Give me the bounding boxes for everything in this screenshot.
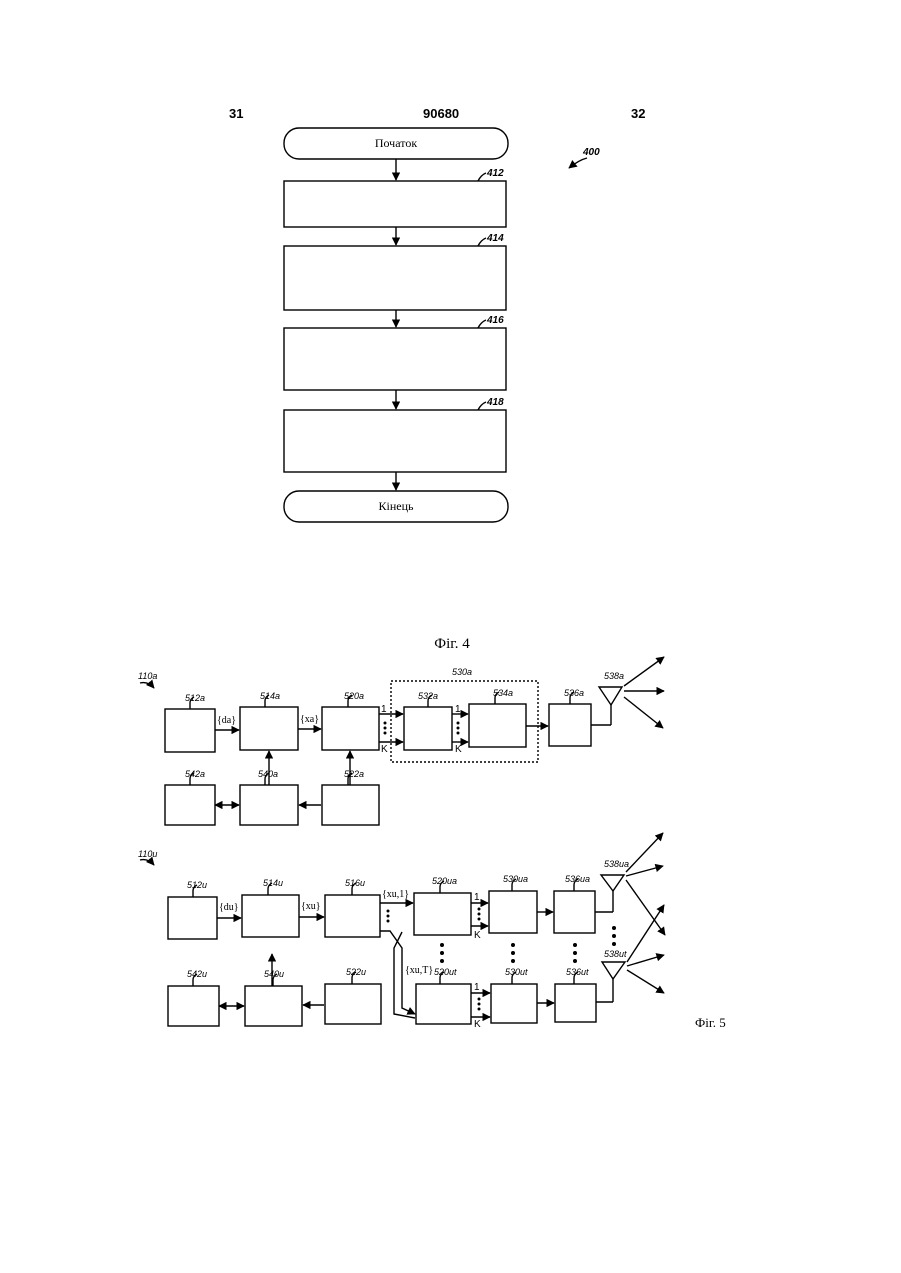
port-1-520ut: 1 (474, 982, 480, 993)
ref-530a: 530a (452, 667, 472, 677)
ref-540a: 540a (258, 769, 278, 779)
fig5-top-chain (140, 657, 664, 825)
fig5-caption: Фіг. 5 (695, 1015, 726, 1030)
block-536a (549, 704, 591, 746)
ref-110u: 110u (138, 849, 157, 859)
block-512a (165, 709, 215, 752)
step-416-ref: 416 (486, 315, 504, 326)
ref-522a: 522a (344, 769, 364, 779)
block-514a (240, 707, 298, 750)
port-1-532a: 1 (455, 704, 461, 715)
ref-542a: 542a (185, 769, 205, 779)
step-412-box (284, 181, 506, 227)
antenna-538a (599, 687, 622, 705)
port-k-520a: K (381, 744, 388, 755)
step-416-box (284, 328, 506, 390)
ref-520ut: 520ut (434, 967, 457, 977)
port-1-520ua: 1 (474, 892, 480, 903)
block-522u (325, 984, 381, 1024)
block-520ut (416, 984, 471, 1024)
sig-da: {da} (217, 715, 236, 726)
port-k-520ua: K (474, 930, 481, 941)
port-k-520ut: K (474, 1019, 481, 1030)
ref-538ut: 538ut (604, 949, 627, 959)
sig-du: {du} (219, 902, 239, 913)
fig4-flowchart (284, 128, 587, 522)
step-414-box (284, 246, 506, 310)
step-412-ref: 412 (486, 168, 504, 179)
block-536ut (555, 984, 596, 1022)
step-418-box (284, 410, 506, 472)
block-542a (165, 785, 215, 825)
block-534a (469, 704, 526, 747)
antenna-538ut (602, 962, 625, 979)
ref-520ua: 520ua (432, 876, 457, 886)
ref-536ut: 536ut (566, 967, 589, 977)
ref-514u: 514u (263, 878, 283, 888)
block-536ua (554, 891, 595, 933)
ref-540u: 540u (264, 969, 284, 979)
ref-542u: 542u (187, 969, 207, 979)
fig5-bottom-chain (140, 833, 665, 1026)
ref-110a: 110a (138, 671, 157, 681)
fig5-top-dots (384, 722, 460, 735)
ref-520a: 520a (344, 691, 364, 701)
block-532a (404, 707, 452, 750)
ref-530ua: 530ua (503, 874, 528, 884)
block-530ua (489, 891, 537, 933)
block-540u (245, 986, 302, 1026)
port-1-520a: 1 (381, 704, 387, 715)
ref-538ua: 538ua (604, 859, 629, 869)
sig-xa: {xa} (300, 714, 319, 725)
start-label: Початок (375, 136, 417, 150)
ref-532a: 532a (418, 691, 438, 701)
block-520ua (414, 893, 471, 935)
ref-530ut: 530ut (505, 967, 528, 977)
block-520a (322, 707, 379, 750)
ref-536ua: 536ua (565, 874, 590, 884)
block-512u (168, 897, 217, 939)
ref-538a: 538a (604, 671, 624, 681)
block-516u (325, 895, 380, 937)
port-k-532a: K (455, 744, 462, 755)
step-418-ref: 418 (486, 397, 504, 408)
ref-512u: 512u (187, 880, 207, 890)
ref-514a: 514a (260, 691, 280, 701)
ref-522u: 522u (346, 967, 366, 977)
sig-xuT: {xu,T} (405, 965, 433, 976)
step-414-ref: 414 (486, 233, 504, 244)
ref-512a: 512a (185, 693, 205, 703)
fig4-ref: 400 (582, 147, 600, 158)
block-522a (322, 785, 379, 825)
block-514u (242, 895, 299, 937)
block-530ut (491, 984, 537, 1023)
fig4-caption: Фіг. 4 (434, 636, 470, 652)
ref-534a: 534a (493, 688, 513, 698)
antenna-538ua (601, 875, 624, 891)
end-label: Кінець (379, 499, 415, 513)
block-540a (240, 785, 298, 825)
ref-516u: 516u (345, 878, 365, 888)
sig-xu: {xu} (301, 901, 321, 912)
ref-536a: 536a (564, 688, 584, 698)
sig-xu1: {xu,1} (382, 889, 409, 900)
fig5-bottom-dots (387, 908, 617, 1011)
block-542u (168, 986, 219, 1026)
